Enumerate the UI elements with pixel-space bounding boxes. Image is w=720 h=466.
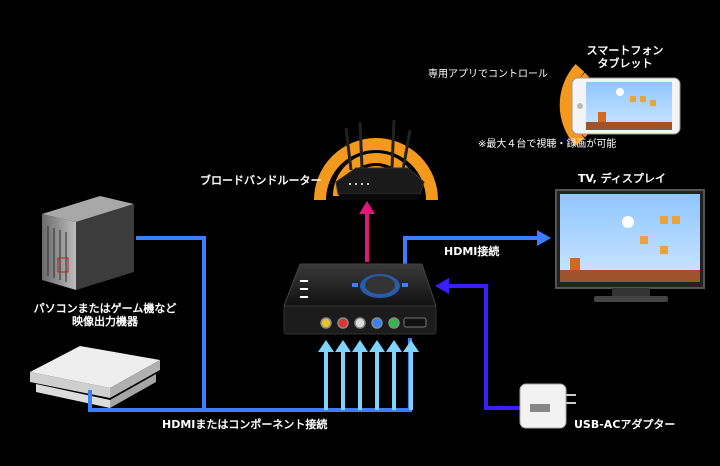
component-input-arrows	[318, 340, 419, 410]
pc-source-label-text: パソコンまたはゲーム機など 映像出力機器	[33, 302, 177, 328]
pc-source-label: パソコンまたはゲーム機など 映像出力機器	[34, 302, 177, 328]
power-line	[435, 278, 544, 410]
hdmi-out-label: HDMI接続	[444, 245, 500, 258]
router-label: ブロードバンドルーター	[200, 174, 322, 187]
tv-icon	[555, 189, 705, 302]
app-control-label: 専用アプリでコントロール	[428, 69, 548, 80]
usb-ac-adapter-icon	[519, 383, 576, 429]
smartphone-icon	[571, 77, 681, 135]
router-icon	[335, 119, 425, 200]
smartphone-label-text: スマートフォン タブレット	[586, 44, 664, 70]
usb-ac-label: USB-ACアダプター	[574, 418, 676, 431]
tv-label: TV, ディスプレイ	[578, 172, 666, 185]
smartphone-label: スマートフォン タブレット	[587, 44, 664, 70]
max-four-note: ※最大４台で視聴・録画が可能	[478, 139, 617, 150]
pc-icon	[42, 196, 134, 290]
router-link-arrow	[359, 201, 375, 262]
game-console-icon	[30, 346, 160, 408]
capture-device-icon	[283, 263, 437, 335]
input-connection-label: HDMIまたはコンポーネント接続	[162, 418, 328, 431]
